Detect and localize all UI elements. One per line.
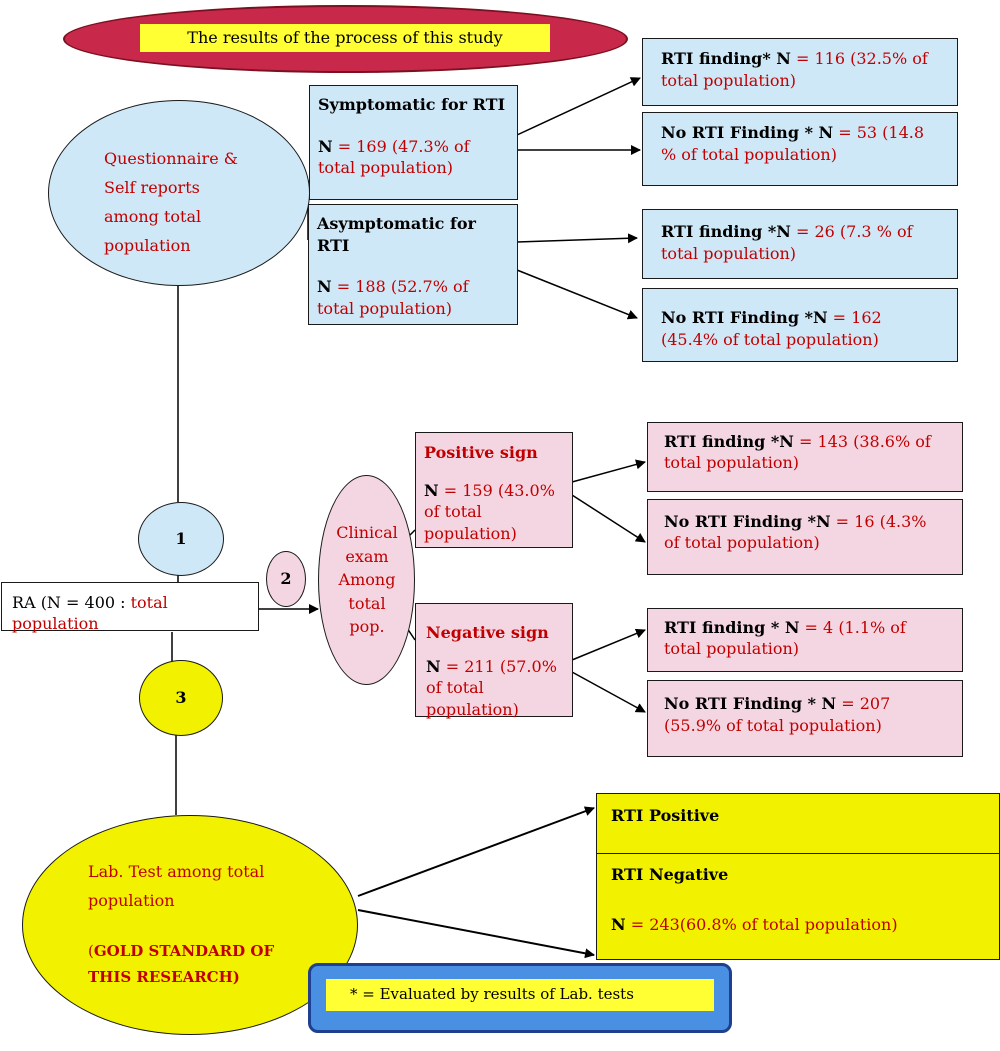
clinical-exam-ellipse bbox=[318, 475, 415, 685]
negative-rti-finding-box: RTI finding * N = 4 (1.1% of total popul… bbox=[647, 608, 963, 672]
step-3-circle: 3 bbox=[139, 660, 223, 736]
asymptomatic-count: N = 188 (52.7% of total population) bbox=[317, 277, 469, 318]
ra-total-box: RA (N = 400 : total population bbox=[1, 582, 259, 633]
negative-sign-box: Negative sign N = 211 (57.0% of total po… bbox=[415, 603, 573, 719]
gold-standard-label: (GOLD STANDARD OF THIS RESEARCH) bbox=[88, 942, 275, 986]
rti-negative-row: RTI Negative N = 243(60.8% of total popu… bbox=[611, 865, 898, 934]
page-title: The results of the process of this study bbox=[187, 28, 503, 47]
positive-rti-finding-box: RTI finding *N = 143 (38.6% of total pop… bbox=[647, 422, 963, 492]
questionnaire-ellipse bbox=[48, 100, 310, 286]
footnote-banner: * = Evaluated by results of Lab. tests bbox=[326, 979, 714, 1011]
title-banner: The results of the process of this study bbox=[140, 24, 550, 52]
positive-sign-box: Positive sign N = 159 (43.0% of total po… bbox=[415, 432, 573, 548]
symptomatic-rti-finding-box: RTI finding* N = 116 (32.5% of total pop… bbox=[642, 38, 958, 106]
asymptomatic-box: Asymptomatic for RTI N = 188 (52.7% of t… bbox=[308, 204, 518, 325]
positive-sign-title: Positive sign bbox=[424, 443, 538, 462]
footnote-text: * = Evaluated by results of Lab. tests bbox=[350, 985, 634, 1003]
asymptomatic-rti-finding-box: RTI finding *N = 26 (7.3 % of total popu… bbox=[642, 209, 958, 279]
lab-results-box: RTI Positive RTI Negative N = 243(60.8% … bbox=[596, 793, 1000, 960]
negative-no-rti-finding-box: No RTI Finding * N = 207 (55.9% of total… bbox=[647, 680, 963, 757]
negative-sign-title: Negative sign bbox=[426, 623, 549, 642]
lab-test-ellipse bbox=[22, 815, 358, 1035]
symptomatic-count: N = 169 (47.3% of total population) bbox=[318, 136, 470, 178]
asymptomatic-title: Asymptomatic for RTI bbox=[317, 214, 476, 255]
symptomatic-box: Symptomatic for RTI N = 169 (47.3% of to… bbox=[309, 85, 518, 200]
step-2-circle: 2 bbox=[266, 551, 306, 607]
clinical-exam-label: Clinical exam Among total pop. bbox=[336, 523, 398, 636]
step-1-circle: 1 bbox=[138, 502, 224, 576]
symptomatic-no-rti-finding-box: No RTI Finding * N = 53 (14.8 % of total… bbox=[642, 112, 958, 186]
questionnaire-label: Questionnaire & Self reports among total… bbox=[104, 149, 238, 255]
rti-positive-row: RTI Positive bbox=[597, 794, 999, 854]
symptomatic-title: Symptomatic for RTI bbox=[318, 95, 506, 114]
positive-sign-count: N = 159 (43.0% of total population) bbox=[424, 480, 555, 543]
asymptomatic-no-rti-finding-box: No RTI Finding *N = 162 (45.4% of total … bbox=[642, 288, 958, 362]
lab-test-label: Lab. Test among total population bbox=[88, 862, 265, 910]
negative-sign-count: N = 211 (57.0% of total population) bbox=[426, 656, 557, 719]
positive-no-rti-finding-box: No RTI Finding *N = 16 (4.3% of total po… bbox=[647, 499, 963, 575]
